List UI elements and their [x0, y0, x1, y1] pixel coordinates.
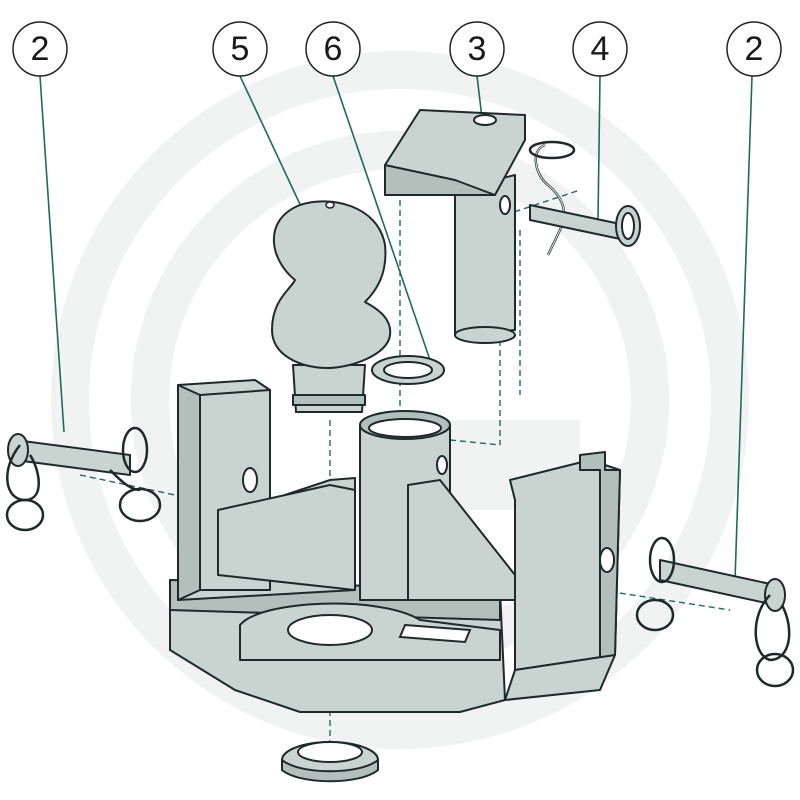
linch-pin-4 — [529, 204, 641, 247]
callout-6: 6 — [305, 21, 361, 77]
base-ball-bore — [287, 614, 373, 646]
hitch-base-body — [169, 379, 621, 713]
callout-label: 4 — [591, 30, 610, 68]
callout-label: 6 — [324, 30, 343, 68]
pin-with-rings-right — [635, 536, 795, 688]
callout-4: 4 — [572, 21, 628, 77]
callout-2-left: 2 — [12, 21, 68, 77]
locking-pin — [384, 109, 526, 344]
callout-label: 3 — [468, 30, 487, 68]
callout-5: 5 — [212, 21, 268, 77]
callout-label: 2 — [31, 30, 50, 68]
callout-label: 2 — [745, 30, 764, 68]
castle-nut — [281, 741, 379, 783]
tube-bore — [368, 418, 442, 438]
callout-3: 3 — [449, 21, 505, 77]
base-slot — [398, 623, 472, 644]
callout-2-right: 2 — [726, 21, 782, 77]
coupling-ball — [271, 200, 392, 413]
pin-with-rings-left — [5, 426, 162, 532]
washer-ring — [371, 355, 445, 385]
callout-label: 5 — [231, 30, 250, 68]
leader-lines — [39, 75, 753, 581]
